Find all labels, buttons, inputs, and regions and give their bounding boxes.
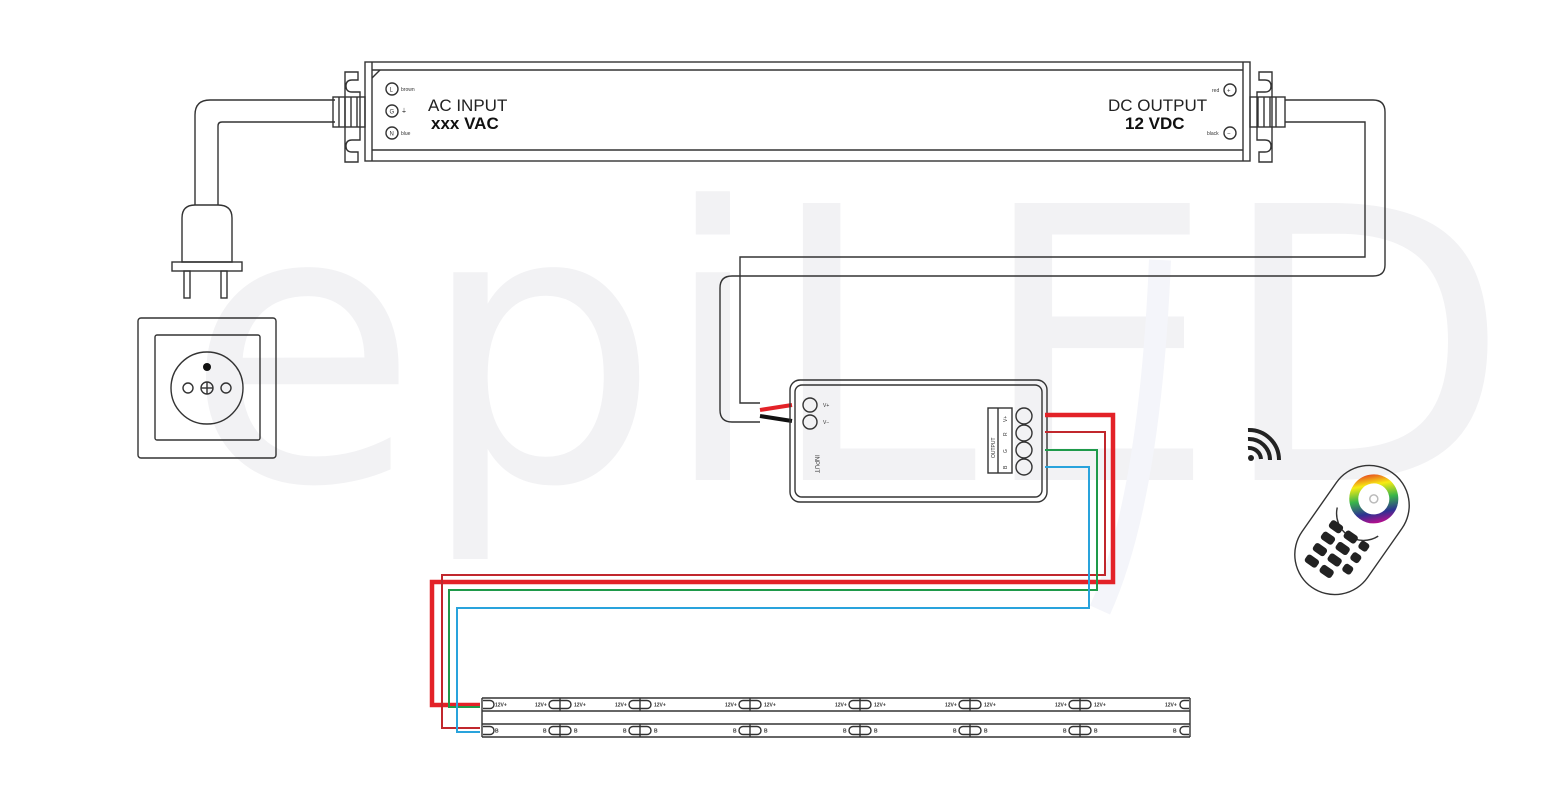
strip-pad-label: 12V+ (725, 703, 737, 709)
strip-pad-label: B (1173, 729, 1177, 735)
strip-pad-label: B (543, 729, 547, 735)
strip-pad-label: B (654, 729, 658, 735)
svg-text:V+: V+ (823, 403, 829, 409)
svg-text:N: N (390, 132, 394, 138)
strip-pad-label: B (574, 729, 578, 735)
svg-text:red: red (1212, 88, 1219, 94)
strip-pad-label: B (874, 729, 878, 735)
svg-text:R: R (1003, 432, 1009, 436)
wire-blue (456, 466, 1090, 733)
rgb-remote-icon (1294, 464, 1410, 596)
terminal-minus: black − (1207, 126, 1237, 140)
svg-text:V−: V− (823, 420, 829, 426)
dc-cable-gland (1249, 96, 1286, 128)
strip-pad-label: 12V+ (654, 703, 666, 709)
strip-pad-label: B (984, 729, 988, 735)
input-terminal-vplus (802, 397, 818, 413)
strip-pad-label: B (953, 729, 957, 735)
strip-pad-label: 12V+ (1165, 703, 1177, 709)
strip-pad-label: B (1063, 729, 1067, 735)
strip-pad (483, 699, 495, 710)
wall-socket-icon (137, 317, 277, 459)
strip-pad-label: B (764, 729, 768, 735)
wire-green (448, 449, 1098, 708)
strip-pad-label: B (733, 729, 737, 735)
wire-red (441, 431, 1106, 729)
strip-pad-label: B (1094, 729, 1098, 735)
svg-text:G: G (1003, 449, 1009, 453)
wire-vplus (429, 412, 1116, 708)
led-strip: 12V+ 12V+ 12V+ 12V+ 12V+ 12V+ 12V+ 12V+ 12V+ 12V+… (481, 697, 1191, 738)
svg-text:+: + (1227, 89, 1231, 95)
strip-pad-label: 12V+ (535, 703, 547, 709)
strip-pad (483, 725, 495, 736)
svg-text:−: − (1227, 132, 1231, 138)
terminal-g: G⏚ (385, 104, 407, 118)
ac-cable (194, 99, 335, 205)
ac-cable-gland (332, 96, 366, 128)
svg-text:V+: V+ (1003, 416, 1009, 422)
strip-pad-label: 12V+ (615, 703, 627, 709)
wireless-signal-icon (1247, 427, 1281, 461)
input-label: INPUT (813, 455, 819, 473)
svg-text:⏚: ⏚ (401, 108, 407, 115)
plug-icon (171, 204, 243, 299)
svg-text:black: black (1207, 131, 1219, 137)
watermark-logo: epiLED (185, 127, 1510, 570)
dc-cable (719, 99, 1386, 423)
input-terminal-vminus (802, 414, 818, 430)
strip-pad-label: 12V+ (835, 703, 847, 709)
strip-pad-label: 12V+ (764, 703, 776, 709)
output-label: OUTPUT (991, 437, 997, 458)
strip-pad-label: 12V+ (495, 703, 507, 709)
ac-input-value: xxx VAC (431, 114, 499, 133)
strip-pad-label: 12V+ (874, 703, 886, 709)
strip-pad-label: 12V+ (1055, 703, 1067, 709)
svg-text:B: B (1003, 465, 1009, 469)
strip-pad-label: 12V+ (1094, 703, 1106, 709)
terminal-plus: red + (1212, 83, 1237, 97)
strip-pad (1179, 699, 1189, 710)
ac-input-title: AC INPUT (428, 96, 507, 115)
strip-pad-label: 12V+ (984, 703, 996, 709)
dc-output-title: DC OUTPUT (1108, 96, 1207, 115)
strip-pad-label: 12V+ (574, 703, 586, 709)
rgb-controller: V+ V− INPUT OUTPUT V+ R G B (789, 379, 1048, 503)
svg-text:brown: brown (401, 87, 415, 93)
svg-text:blue: blue (401, 131, 411, 137)
svg-text:L: L (390, 88, 394, 94)
strip-pad (1179, 725, 1189, 736)
strip-pad-label: B (495, 729, 499, 735)
strip-pad-label: B (623, 729, 627, 735)
dc-output-value: 12 VDC (1125, 114, 1185, 133)
svg-text:G: G (390, 110, 395, 116)
strip-pad-label: 12V+ (945, 703, 957, 709)
strip-pad-label: B (843, 729, 847, 735)
output-wires (429, 412, 1116, 733)
